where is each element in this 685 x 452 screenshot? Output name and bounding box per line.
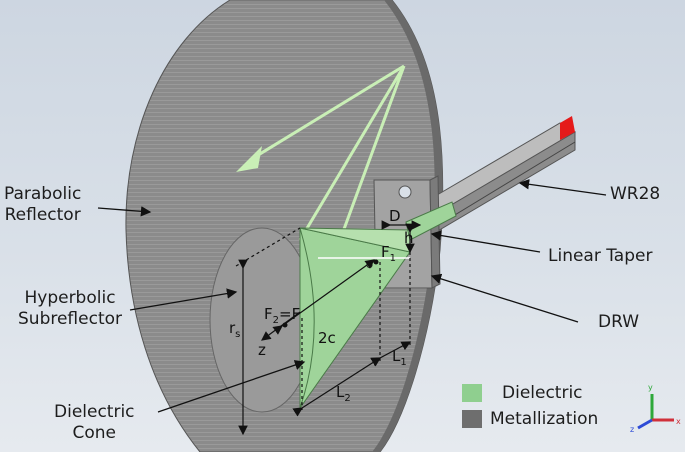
legend-swatch-dielectric [462, 384, 482, 402]
legend-label-dielectric: Dielectric [502, 383, 583, 403]
dim-l1-label: L1 [392, 347, 407, 368]
legend-swatch-metallization [462, 410, 482, 428]
parabolic-reflector-label: Parabolic Reflector [4, 184, 82, 225]
svg-text:y: y [648, 383, 653, 392]
drw-label: DRW [598, 312, 640, 332]
linear-taper-label: Linear Taper [548, 246, 653, 266]
leader-lines [97, 179, 607, 413]
focus-f1-label: F1 [381, 243, 397, 264]
focus-f2-label: F2=F [264, 305, 301, 326]
dim-l2-label: L2 [336, 383, 351, 404]
dim-2c-label: 2c [318, 329, 336, 347]
axis-triad-icon: y x z [630, 383, 681, 434]
dim-d-label: D [389, 207, 401, 225]
svg-text:x: x [676, 417, 681, 426]
dim-rs-label: rs [229, 319, 241, 340]
legend-label-metallization: Metallization [490, 409, 599, 429]
origin-o-label: O [366, 261, 374, 271]
dielectric-cone-label: Dielectric Cone [54, 402, 135, 443]
z-axis-label: z [258, 341, 266, 359]
hyperbolic-subreflector-label: Hyperbolic Subreflector [18, 288, 123, 329]
dim-h-label: h [404, 229, 414, 247]
ray-arrowhead [236, 146, 262, 172]
ray-paths [249, 64, 406, 241]
dimension-lines [235, 220, 422, 436]
wr28-label: WR28 [610, 184, 661, 204]
svg-text:z: z [630, 425, 634, 434]
